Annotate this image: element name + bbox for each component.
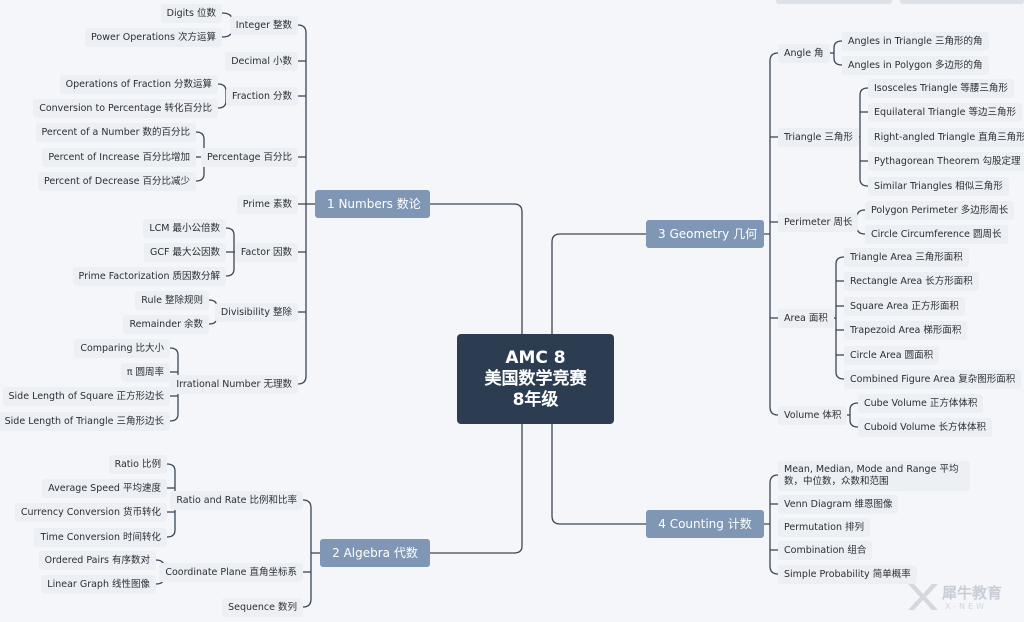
- root-line: 美国数学竞赛: [484, 368, 587, 389]
- leaf-rectangle-area[interactable]: Rectangle Area 长方形面积: [844, 272, 979, 291]
- leaf-mean-median-mode-range[interactable]: Mean, Median, Mode and Range 平均数，中位数，众数和…: [778, 461, 970, 491]
- node-coordinate-plane[interactable]: Coordinate Plane 直角坐标系: [159, 563, 303, 582]
- leaf-cuboid-volume[interactable]: Cuboid Volume 长方体体积: [858, 418, 993, 437]
- leaf-combination[interactable]: Combination 组合: [778, 541, 873, 560]
- leaf-prime-factorization[interactable]: Prime Factorization 质因数分解: [72, 267, 226, 286]
- leaf-percent-of-decrease[interactable]: Percent of Decrease 百分比减少: [37, 172, 196, 191]
- leaf-venn-diagram[interactable]: Venn Diagram 维恩图像: [778, 495, 899, 514]
- node-sequence[interactable]: Sequence 数列: [222, 598, 303, 617]
- node-area[interactable]: Area 面积: [778, 309, 834, 328]
- node-perimeter[interactable]: Perimeter 周长: [778, 213, 859, 232]
- leaf-angles-in-polygon[interactable]: Angles in Polygon 多边形的角: [842, 56, 989, 75]
- leaf-comparing[interactable]: Comparing 比大小: [74, 339, 170, 358]
- node-integer[interactable]: Integer 整数: [229, 16, 298, 35]
- leaf-time-conversion[interactable]: Time Conversion 时间转化: [34, 528, 167, 547]
- root-line: 8年级: [512, 389, 559, 410]
- watermark-sub: X-NEW: [945, 602, 987, 611]
- leaf-percent-of-a-number[interactable]: Percent of a Number 数的百分比: [35, 123, 196, 142]
- branch-counting[interactable]: 4 Counting 计数: [646, 510, 764, 538]
- leaf-power-operations[interactable]: Power Operations 次方运算: [85, 28, 222, 47]
- node-decimal[interactable]: Decimal 小数: [225, 52, 298, 71]
- top-toolbar-tab[interactable]: [900, 0, 1024, 4]
- leaf-trapezoid-area[interactable]: Trapezoid Area 梯形面积: [844, 321, 968, 340]
- leaf-linear-graph[interactable]: Linear Graph 线性图像: [41, 575, 156, 594]
- leaf-similar-triangles[interactable]: Similar Triangles 相似三角形: [868, 177, 1009, 196]
- leaf-currency-conversion[interactable]: Currency Conversion 货币转化: [14, 503, 167, 522]
- node-volume[interactable]: Volume 体积: [778, 406, 848, 425]
- leaf-triangle-area[interactable]: Triangle Area 三角形面积: [844, 248, 969, 267]
- leaf-circle-area[interactable]: Circle Area 圆面积: [844, 346, 940, 365]
- leaf-pythagorean-theorem[interactable]: Pythagorean Theorem 勾股定理: [868, 152, 1024, 171]
- leaf-equilateral-triangle[interactable]: Equilateral Triangle 等边三角形: [868, 103, 1022, 122]
- node-divisibility[interactable]: Divisibility 整除: [214, 303, 298, 322]
- leaf-lcm[interactable]: LCM 最小公倍数: [143, 219, 226, 238]
- leaf-percent-of-increase[interactable]: Percent of Increase 百分比增加: [42, 148, 196, 167]
- leaf-simple-probability[interactable]: Simple Probability 简单概率: [778, 565, 917, 584]
- leaf-rule[interactable]: Rule 整除规则: [135, 291, 209, 310]
- leaf-gcf[interactable]: GCF 最大公因数: [144, 243, 226, 262]
- branch-numbers[interactable]: 1 Numbers 数论: [315, 190, 430, 218]
- leaf-operations-of-fraction[interactable]: Operations of Fraction 分数运算: [59, 75, 218, 94]
- node-angle[interactable]: Angle 角: [778, 44, 830, 63]
- leaf-polygon-perimeter[interactable]: Polygon Perimeter 多边形周长: [865, 201, 1015, 220]
- watermark-brand: 犀牛教育: [942, 584, 1003, 602]
- root-line: AMC 8: [505, 347, 566, 368]
- leaf-ordered-pairs[interactable]: Ordered Pairs 有序数对: [38, 551, 156, 570]
- branch-geometry[interactable]: 3 Geometry 几何: [646, 220, 764, 248]
- leaf-permutation[interactable]: Permutation 排列: [778, 518, 871, 537]
- leaf-circle-circumference[interactable]: Circle Circumference 圆周长: [865, 225, 1008, 244]
- node-triangle[interactable]: Triangle 三角形: [778, 128, 859, 147]
- node-ratio-and-rate[interactable]: Ratio and Rate 比例和比率: [170, 491, 303, 510]
- leaf-ratio[interactable]: Ratio 比例: [108, 455, 167, 474]
- leaf-cube-volume[interactable]: Cube Volume 正方体体积: [858, 394, 984, 413]
- leaf-digits[interactable]: Digits 位数: [160, 4, 222, 23]
- root-node-amc8[interactable]: AMC 8 美国数学竞赛 8年级: [457, 334, 614, 424]
- leaf-average-speed[interactable]: Average Speed 平均速度: [42, 479, 167, 498]
- leaf-remainder[interactable]: Remainder 余数: [123, 315, 209, 334]
- leaf-pi[interactable]: π 圆周率: [120, 363, 170, 382]
- leaf-angles-in-triangle[interactable]: Angles in Triangle 三角形的角: [842, 32, 989, 51]
- leaf-side-length-of-square[interactable]: Side Length of Square 正方形边长: [2, 387, 170, 406]
- node-percentage[interactable]: Percentage 百分比: [201, 148, 298, 167]
- node-irrational-number[interactable]: Irrational Number 无理数: [170, 375, 298, 394]
- leaf-right-angled-triangle[interactable]: Right-angled Triangle 直角三角形: [868, 128, 1024, 147]
- node-fraction[interactable]: Fraction 分数: [226, 87, 298, 106]
- node-factor[interactable]: Factor 因数: [234, 243, 298, 262]
- leaf-combined-figure-area[interactable]: Combined Figure Area 复杂图形面积: [844, 370, 1022, 389]
- leaf-side-length-of-triangle[interactable]: Side Length of Triangle 三角形边长: [0, 412, 170, 431]
- leaf-isosceles-triangle[interactable]: Isosceles Triangle 等腰三角形: [868, 79, 1014, 98]
- branch-algebra[interactable]: 2 Algebra 代数: [320, 539, 430, 567]
- rhino-logo-icon: [908, 584, 938, 610]
- top-toolbar-tab[interactable]: [776, 0, 892, 4]
- leaf-square-area[interactable]: Square Area 正方形面积: [844, 297, 965, 316]
- node-prime[interactable]: Prime 素数: [236, 195, 298, 214]
- leaf-conversion-to-percentage[interactable]: Conversion to Percentage 转化百分比: [33, 99, 218, 118]
